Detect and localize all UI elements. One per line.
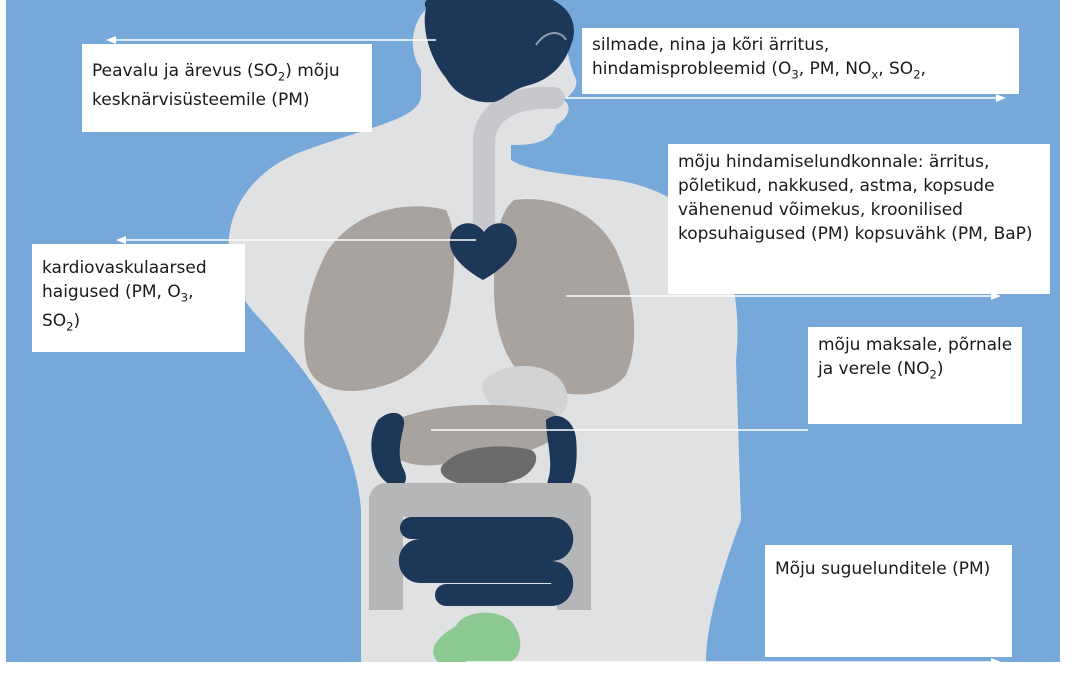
heart-sub-o3: 3 (181, 290, 188, 304)
liver-sub-no2: 2 (929, 367, 936, 381)
eyes-text-g: , (921, 59, 926, 79)
callout-cardiovascular: kardiovaskulaarsed haigused (PM, O3, SO2… (32, 244, 245, 352)
liver-text-a: mõju maksale, põrnale ja verele (NO (818, 335, 1012, 379)
eyes-line-1: silmade, nina ja kõri ärritus, (592, 33, 1011, 57)
eyes-sub-o3: 3 (791, 67, 798, 81)
head-text-a: Peavalu ja ärevus (SO (92, 61, 278, 81)
lungs-text: mõju hindamiselundkonnale: ärritus, põle… (678, 152, 1033, 244)
heart-text-e: ) (74, 311, 81, 331)
eyes-text-a: hindamisprobleemid (O (592, 59, 791, 79)
eyes-text-c: , PM, NO (799, 59, 872, 79)
callout-liver-spleen-blood: mõju maksale, põrnale ja verele (NO2) (808, 327, 1022, 424)
heart-sub-so2: 2 (66, 320, 73, 334)
reproductive-text: Mõju suguelunditele (PM) (775, 559, 990, 579)
callout-head: Peavalu ja ärevus (SO2) mõju kesknärvisü… (82, 44, 372, 132)
callout-lungs: mõju hindamiselundkonnale: ärritus, põle… (668, 144, 1050, 294)
eyes-line-2: hindamisprobleemid (O3, PM, NOx, SO2, (592, 57, 1011, 86)
eyes-text-e: , SO (878, 59, 913, 79)
liver-text-c: ) (937, 359, 944, 379)
callout-eyes-nose-throat: silmade, nina ja kõri ärritus, hindamisp… (582, 28, 1019, 94)
callout-reproductive: Mõju suguelunditele (PM) (765, 545, 1012, 657)
eyes-sub-so2: 2 (913, 67, 920, 81)
